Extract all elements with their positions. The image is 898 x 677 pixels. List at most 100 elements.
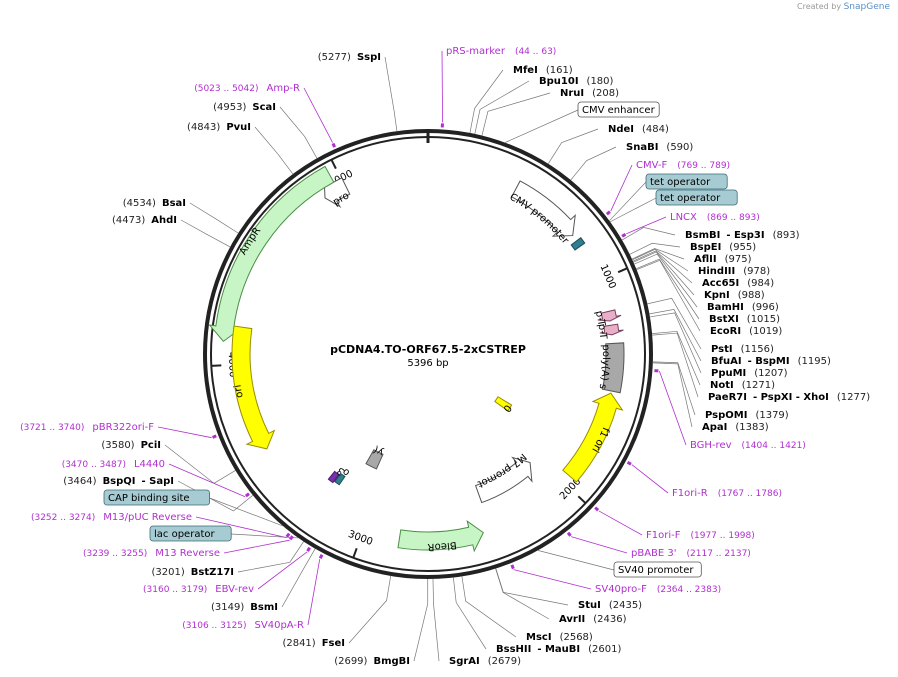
- site-label-pcii[interactable]: (3580)PciI: [101, 440, 161, 451]
- primer-mark: [285, 532, 291, 538]
- site-pos: (1019): [749, 326, 782, 337]
- primer-label[interactable]: (3160 .. 3179)EBV-rev: [143, 584, 254, 595]
- site-leader: [254, 126, 294, 175]
- site-pos: (1379): [755, 410, 788, 421]
- primer-mark: [212, 434, 217, 439]
- primer-label[interactable]: BGH-rev(1404 .. 1421): [690, 440, 806, 451]
- site-label-mfei[interactable]: MfeI(161): [513, 65, 573, 76]
- boxed-label-tet-operator-2[interactable]: tet operator: [660, 193, 721, 204]
- boxed-label-cmv-enhancer[interactable]: CMV enhancer: [582, 105, 656, 116]
- site-pos: (161): [546, 65, 573, 76]
- site-pos: (3149): [211, 602, 244, 613]
- primer-name: LNCX: [670, 212, 697, 223]
- site-label-aflii[interactable]: AflII(975): [694, 254, 752, 265]
- primer-mark: [626, 460, 632, 466]
- boxed-label-cap-binding[interactable]: CAP binding site: [108, 493, 190, 504]
- primer-label[interactable]: pRS-marker(44 .. 63): [446, 46, 556, 57]
- site-leader: [384, 56, 398, 132]
- site-label-noti[interactable]: NotI(1271): [710, 380, 775, 391]
- primer-leader: [658, 370, 687, 446]
- site-label-pspomi[interactable]: PspOMI (1379): [705, 410, 789, 421]
- site-label-bspei[interactable]: BspEI(955): [690, 242, 756, 253]
- site-label-pvui[interactable]: (4843)PvuI: [187, 122, 251, 133]
- site-label-apai[interactable]: ApaI(1383): [702, 422, 769, 433]
- site-label-bamhi[interactable]: BamHI(996): [707, 302, 779, 313]
- site-label-ecori[interactable]: EcoRI(1019): [710, 326, 782, 337]
- primer-mark: [594, 506, 600, 512]
- site-pos: (1015): [747, 314, 780, 325]
- site-name: HindIII: [698, 266, 735, 277]
- primer-label[interactable]: F1ori-R(1767 .. 1786): [672, 488, 782, 499]
- primer-name: SV40pro-F: [595, 584, 647, 595]
- site-label-bspqi[interactable]: (3464)BspQI- SapI: [63, 476, 174, 487]
- site-name: BspQI: [103, 476, 136, 487]
- site-label-sgrai[interactable]: SgrAI(2679): [449, 656, 521, 667]
- tick-mark: [617, 267, 628, 274]
- site-name: MscI: [526, 632, 552, 643]
- boxed-label-lac-operator[interactable]: lac operator: [154, 529, 215, 540]
- site-name: NdeI: [608, 124, 634, 135]
- primer-leader: [157, 426, 212, 439]
- site-label-bsmbi[interactable]: BsmBI- Esp3I(893): [685, 230, 800, 241]
- label-box: [655, 189, 738, 206]
- site-label-paer7i[interactable]: PaeR7I- PspXI - XhoI(1277): [708, 392, 870, 403]
- site-label-bsai[interactable]: (4534)BsaI: [123, 198, 186, 209]
- primer-range: (1977 .. 1998): [690, 531, 754, 541]
- site-label-acc65i[interactable]: Acc65I(984): [702, 278, 774, 289]
- primer-label[interactable]: (3239 .. 3255)M13 Reverse: [83, 548, 220, 559]
- site-label-bmgbi[interactable]: (2699)BmgBI: [334, 656, 410, 667]
- site-label-bpu10i[interactable]: Bpu10I (180): [539, 76, 614, 87]
- primer-label[interactable]: SV40pro-F(2364 .. 2383): [595, 584, 721, 595]
- boxed-label-sv40-promoter[interactable]: SV40 promoter: [618, 565, 694, 576]
- site-label-sspi[interactable]: (5277)SspI: [318, 52, 381, 63]
- site-label-snabi[interactable]: SnaBI(590): [626, 142, 693, 153]
- site-pos: (180): [587, 76, 614, 87]
- site-leader: [649, 309, 702, 362]
- site-label-ppumi[interactable]: PpuMI(1207): [711, 368, 788, 379]
- site-label-kpni[interactable]: KpnI(988): [704, 290, 765, 301]
- site-label-bsshii[interactable]: BssHII- MauBI(2601): [496, 644, 621, 655]
- feature-tet-op: [570, 236, 586, 251]
- site-label-ndei[interactable]: NdeI(484): [608, 124, 669, 135]
- feature-label-m13rev: M13 rev: [0, 0, 347, 477]
- site-name: AvrII: [559, 614, 585, 625]
- site-label-hindiii[interactable]: HindIII(978): [698, 266, 770, 277]
- box-leader: [537, 550, 615, 571]
- primer-leader: [223, 539, 290, 554]
- site-label-fsei[interactable]: (2841)FseI: [282, 638, 345, 649]
- site-leader: [461, 576, 517, 638]
- site-label-bstz17i[interactable]: (3201)BstZ17I: [151, 567, 234, 578]
- primer-label[interactable]: pBABE 3'(2117 .. 2137): [631, 548, 751, 559]
- snapgene-logo: SnapGene: [843, 2, 890, 12]
- primer-mark: [621, 232, 627, 238]
- primer-label[interactable]: CMV-F(769 .. 789): [636, 160, 730, 171]
- site-label-ahdi[interactable]: (4473)AhdI: [112, 215, 177, 226]
- primer-label[interactable]: (5023 .. 5042)Amp-R: [194, 83, 300, 94]
- primer-leader: [307, 559, 321, 626]
- site-leader: [495, 568, 550, 620]
- site-leader: [632, 248, 689, 272]
- boxed-label-tet-operator-1[interactable]: tet operator: [650, 177, 711, 188]
- site-label-avrii[interactable]: AvrII(2436): [559, 614, 627, 625]
- primer-label[interactable]: (3106 .. 3125)SV40pA-R: [182, 620, 304, 631]
- site-label-msci[interactable]: MscI(2568): [526, 632, 593, 643]
- primer-label[interactable]: LNCX(869 .. 893): [670, 212, 760, 223]
- site-label-stui[interactable]: StuI(2435): [578, 600, 642, 611]
- primer-label[interactable]: F1ori-F(1977 .. 1998): [646, 530, 755, 541]
- site-label-psti[interactable]: PstI(1156): [711, 344, 774, 355]
- site-label-bfuai[interactable]: BfuAI- BspMI(1195): [711, 356, 831, 367]
- site-name: PspOMI: [705, 410, 747, 421]
- site-name: Bpu10I: [539, 76, 579, 87]
- primer-label[interactable]: (3470 .. 3487)L4440: [62, 459, 165, 470]
- site-label-bstxi[interactable]: BstXI(1015): [709, 314, 780, 325]
- primer-label[interactable]: (3252 .. 3274)M13/pUC Reverse: [31, 512, 192, 523]
- site-leader: [237, 541, 304, 573]
- site-label-nrui[interactable]: NruI(208): [560, 88, 619, 99]
- site-label-scai[interactable]: (4953)ScaI: [213, 102, 276, 113]
- primer-label[interactable]: (3721 .. 3740)pBR322ori-F: [20, 422, 154, 433]
- feature-strep2: [599, 323, 624, 336]
- primer-name: L4440: [134, 459, 165, 470]
- site-label-bsmi[interactable]: (3149)BsmI: [211, 602, 278, 613]
- tick-mark: [352, 547, 358, 559]
- site-pos: (893): [773, 230, 800, 241]
